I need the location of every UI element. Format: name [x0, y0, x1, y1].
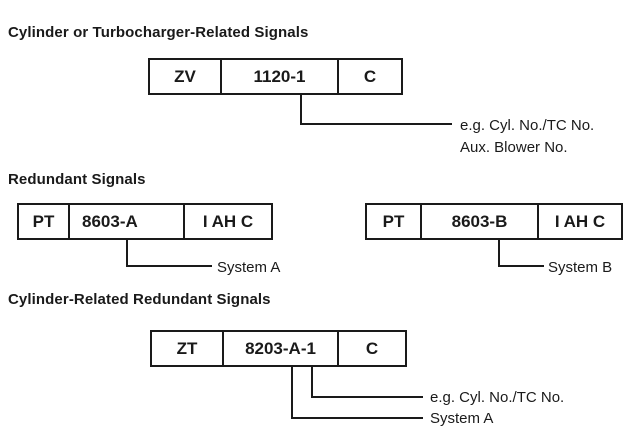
signal-code-cell: PT [382, 211, 405, 231]
section-heading-cylinder-turbocharger: Cylinder or Turbocharger-Related Signals [8, 24, 309, 41]
signal-box-zv-1120-1: ZV 1120-1 C [148, 58, 403, 95]
connector-horizontal-line [300, 123, 452, 125]
annotation-line-1: e.g. Cyl. No./TC No. [460, 117, 595, 134]
signal-number-cell: 8603-B [420, 205, 537, 238]
connector-horizontal-line [498, 265, 544, 267]
connector-horizontal-line [311, 396, 423, 398]
signal-box-pt-8603-a: PT 8603-A I AH C [17, 203, 273, 240]
annotation-number-meaning: e.g. Cyl. No./TC No. Aux. Blower No. [460, 115, 594, 159]
connector-vertical-line [126, 240, 128, 267]
connector-vertical-line [300, 95, 302, 125]
signal-box-zt-8203-a-1: ZT 8203-A-1 C [150, 330, 407, 367]
connector-horizontal-line [291, 417, 423, 419]
section-heading-redundant: Redundant Signals [8, 171, 146, 188]
annotation-system-a: System A [217, 259, 281, 276]
signal-code-cell: ZV [174, 66, 196, 86]
annotation-system-a: System A [430, 410, 494, 427]
signal-box-pt-8603-b: PT 8603-B I AH C [365, 203, 623, 240]
signal-code-cell: PT [32, 211, 55, 231]
signal-code-cell: ZT [176, 338, 198, 358]
connector-vertical-line [291, 365, 293, 419]
signal-number-cell: 1120-1 [220, 60, 337, 93]
signal-suffix-cell: I AH C [537, 205, 621, 238]
connector-vertical-line [498, 240, 500, 267]
signal-suffix-cell: C [337, 332, 405, 365]
annotation-line-2: Aux. Blower No. [460, 139, 568, 156]
annotation-number-meaning: e.g. Cyl. No./TC No. [430, 389, 565, 406]
annotation-system-b: System B [548, 259, 613, 276]
signal-suffix-cell: C [337, 60, 401, 93]
connector-horizontal-line [126, 265, 212, 267]
section-heading-cylinder-redundant: Cylinder-Related Redundant Signals [8, 291, 271, 308]
signal-number-cell: 8603-A [68, 205, 183, 238]
connector-vertical-line [311, 365, 313, 398]
signal-number-cell: 8203-A-1 [222, 332, 337, 365]
signal-suffix-cell: I AH C [183, 205, 271, 238]
